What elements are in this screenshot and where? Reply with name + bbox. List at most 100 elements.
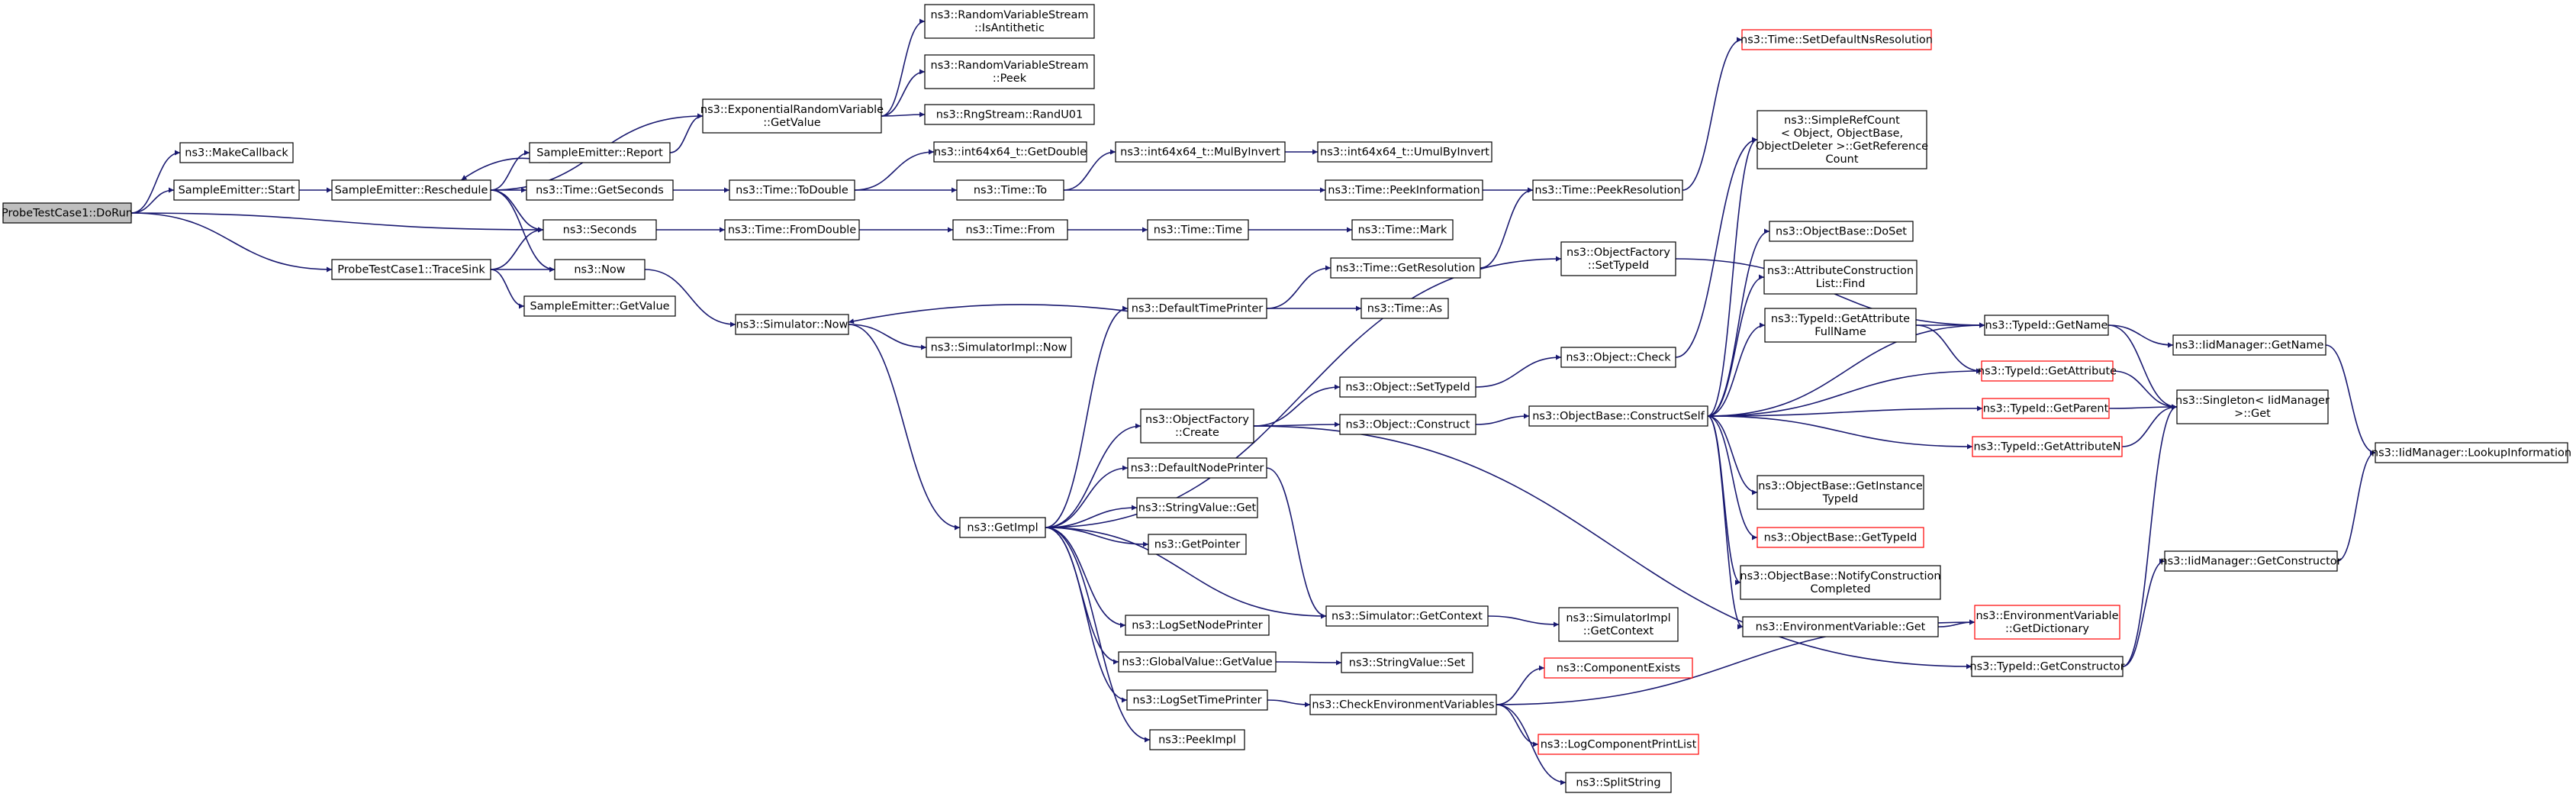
node-dorun[interactable]: ProbeTestCase1::DoRun <box>2 202 133 224</box>
node-int64_umulbyinvert[interactable]: ns3::int64x64_t::UmulByInvert <box>1317 141 1492 163</box>
edge-dorun-to-seconds <box>130 212 544 233</box>
node-splitstring[interactable]: ns3::SplitString <box>1565 772 1672 793</box>
node-label: ns3::ComponentExists <box>1557 663 1681 675</box>
node-se_getvalue[interactable]: SampleEmitter::GetValue <box>523 295 676 317</box>
node-box <box>1757 475 1924 510</box>
node-se_report[interactable]: SampleEmitter::Report <box>529 142 671 163</box>
node-objfactory_settypeid[interactable]: ns3::ObjectFactory::SetTypeId <box>1560 241 1676 276</box>
node-getimpl[interactable]: ns3::GetImpl <box>959 517 1046 538</box>
edge-getimpl-to-logtimeprinter <box>1045 527 1128 703</box>
node-peekimpl[interactable]: ns3::PeekImpl <box>1149 729 1245 750</box>
node-defaultnodeprinter[interactable]: ns3::DefaultNodePrinter <box>1127 457 1267 479</box>
node-stringvalue_set[interactable]: ns3::StringValue::Set <box>1341 652 1473 673</box>
node-label: ns3::Time::PeekResolution <box>1534 185 1680 197</box>
node-time_setdefres[interactable]: ns3::Time::SetDefaultNsResolution <box>1740 29 1933 50</box>
node-getpointer[interactable]: ns3::GetPointer <box>1148 534 1247 555</box>
node-rvs_peek[interactable]: ns3::RandomVariableStream::Peek <box>924 54 1095 89</box>
node-box <box>1532 179 1683 201</box>
node-time_peekinfo[interactable]: ns3::Time::PeekInformation <box>1325 179 1483 201</box>
node-typeid_getattribute[interactable]: ns3::TypeId::GetAttribute <box>1978 360 2117 382</box>
node-time_fromdouble[interactable]: ns3::Time::FromDouble <box>724 219 860 240</box>
node-typeid_getattributen[interactable]: ns3::TypeId::GetAttributeN <box>1972 436 2123 457</box>
node-box <box>1115 141 1286 163</box>
node-iidmanager_getname[interactable]: ns3::IidManager::GetName <box>2172 334 2326 356</box>
node-rvs_anti[interactable]: ns3::RandomVariableStream::IsAntithetic <box>924 4 1095 39</box>
node-label: ns3::SimulatorImpl <box>1566 612 1670 624</box>
node-seconds[interactable]: ns3::Seconds <box>543 219 657 240</box>
node-typeid_getname[interactable]: ns3::TypeId::GetName <box>1984 315 2109 336</box>
node-label: ns3::Time::ToDouble <box>736 185 848 197</box>
edge-sim_now-to-getimpl <box>848 324 961 531</box>
node-objbase_gettypeid[interactable]: ns3::ObjectBase::GetTypeId <box>1757 527 1924 548</box>
node-exprv[interactable]: ns3::ExponentialRandomVariable::GetValue <box>700 98 884 134</box>
edge-exprv-to-rvs_peek <box>881 69 926 117</box>
node-globalvalue_get[interactable]: ns3::GlobalValue::GetValue <box>1118 651 1277 673</box>
node-label: ns3::SplitString <box>1576 777 1660 789</box>
node-now[interactable]: ns3::Now <box>554 259 646 280</box>
node-label: ns3::PeekImpl <box>1158 734 1236 747</box>
node-obj_check[interactable]: ns3::Object::Check <box>1560 347 1676 368</box>
node-int64_getdouble[interactable]: ns3::int64x64_t::GetDouble <box>933 141 1087 163</box>
node-defaulttimeprinter[interactable]: ns3::DefaultTimePrinter <box>1127 298 1267 319</box>
node-objbase_constructself[interactable]: ns3::ObjectBase::ConstructSelf <box>1528 405 1708 427</box>
node-box <box>2172 334 2326 356</box>
node-sim_getcontext[interactable]: ns3::Simulator::GetContext <box>1325 605 1489 627</box>
node-time_getsec[interactable]: ns3::Time::GetSeconds <box>526 179 674 201</box>
node-label: ns3::int64x64_t::GetDouble <box>934 147 1087 159</box>
node-time_todouble[interactable]: ns3::Time::ToDouble <box>729 179 855 201</box>
node-label: ns3::Singleton< IidManager <box>2175 395 2330 407</box>
edge-objfactory_create-to-obj_settypeid <box>1253 384 1341 427</box>
node-time_peekres[interactable]: ns3::Time::PeekResolution <box>1532 179 1683 201</box>
node-time_as[interactable]: ns3::Time::As <box>1360 298 1449 319</box>
node-envvar_get[interactable]: ns3::EnvironmentVariable::Get <box>1742 616 1939 637</box>
node-logcomponentprintlist[interactable]: ns3::LogComponentPrintList <box>1538 734 1699 755</box>
node-simimpl_now[interactable]: ns3::SimulatorImpl::Now <box>926 337 1072 358</box>
node-time_mark[interactable]: ns3::Time::Mark <box>1351 219 1454 240</box>
node-logtimeprinter[interactable]: ns3::LogSetTimePrinter <box>1126 689 1268 711</box>
node-label: ns3::TypeId::GetName <box>1985 320 2108 332</box>
node-simplerefcount[interactable]: ns3::SimpleRefCount< Object, ObjectBase,… <box>1756 110 1928 169</box>
node-time_from[interactable]: ns3::Time::From <box>952 219 1068 240</box>
node-iidmanager_getconstructor[interactable]: ns3::IidManager::GetConstructor <box>2160 550 2342 572</box>
node-objbase_notify[interactable]: ns3::ObjectBase::NotifyConstructionCompl… <box>1740 565 1941 600</box>
node-rng_randu01[interactable]: ns3::RngStream::RandU01 <box>924 104 1095 125</box>
edge-typeid_getattribute-to-singleton_get <box>2112 370 2178 410</box>
node-label: ns3::LogComponentPrintList <box>1541 739 1697 751</box>
node-sim_now[interactable]: ns3::Simulator::Now <box>735 314 849 335</box>
node-label: ns3::Object::Construct <box>1346 419 1470 431</box>
node-time_time[interactable]: ns3::Time::Time <box>1147 219 1249 240</box>
node-objfactory_create[interactable]: ns3::ObjectFactory::Create <box>1140 408 1254 444</box>
node-box <box>1136 497 1258 518</box>
edge-getimpl-to-sim_getcontext <box>1045 527 1327 619</box>
node-label: ns3::int64x64_t::MulByInvert <box>1120 147 1280 159</box>
node-time_getres[interactable]: ns3::Time::GetResolution <box>1330 257 1481 279</box>
node-stringvalue_get[interactable]: ns3::StringValue::Get <box>1136 497 1258 518</box>
node-envvar_getdict[interactable]: ns3::EnvironmentVariable::GetDictionary <box>1974 605 2120 640</box>
node-iidmanager_lookupinfo[interactable]: ns3::IidManager::LookupInformation <box>2372 442 2571 463</box>
node-tracesink[interactable]: ProbeTestCase1::TraceSink <box>331 259 491 280</box>
node-label: FullName <box>1814 326 1866 338</box>
node-int64_mulbyinvert[interactable]: ns3::int64x64_t::MulByInvert <box>1115 141 1286 163</box>
node-se_resched[interactable]: SampleEmitter::Reschedule <box>331 179 491 201</box>
node-lognodeprinter[interactable]: ns3::LogSetNodePrinter <box>1125 615 1270 636</box>
node-componentexists[interactable]: ns3::ComponentExists <box>1544 657 1693 679</box>
edge-getimpl-to-objfactory_settypeid <box>1045 256 1562 528</box>
node-box <box>959 517 1046 538</box>
node-objbase_doset[interactable]: ns3::ObjectBase::DoSet <box>1769 221 1914 242</box>
edge-objbase_constructself-to-simplerefcount <box>1707 137 1758 417</box>
node-label: ns3::TypeId::GetAttribute <box>1771 313 1910 325</box>
node-makecallback[interactable]: ns3::MakeCallback <box>179 142 294 163</box>
node-obj_settypeid[interactable]: ns3::Object::SetTypeId <box>1339 376 1476 398</box>
node-time_to[interactable]: ns3::Time::To <box>956 179 1064 201</box>
node-typeid_getparent[interactable]: ns3::TypeId::GetParent <box>1982 398 2110 419</box>
node-obj_construct[interactable]: ns3::Object::Construct <box>1339 414 1476 435</box>
node-singleton_get[interactable]: ns3::Singleton< IidManager >::Get <box>2175 389 2330 424</box>
node-checkenv[interactable]: ns3::CheckEnvironmentVariables <box>1309 694 1497 715</box>
node-typeid_getconstructor[interactable]: ns3::TypeId::GetConstructor <box>1969 656 2125 677</box>
node-label: ns3::TypeId::GetAttributeN <box>1973 441 2120 453</box>
node-se_start[interactable]: SampleEmitter::Start <box>173 179 300 201</box>
node-simimpl_getcontext[interactable]: ns3::SimulatorImpl::GetContext <box>1558 607 1679 642</box>
